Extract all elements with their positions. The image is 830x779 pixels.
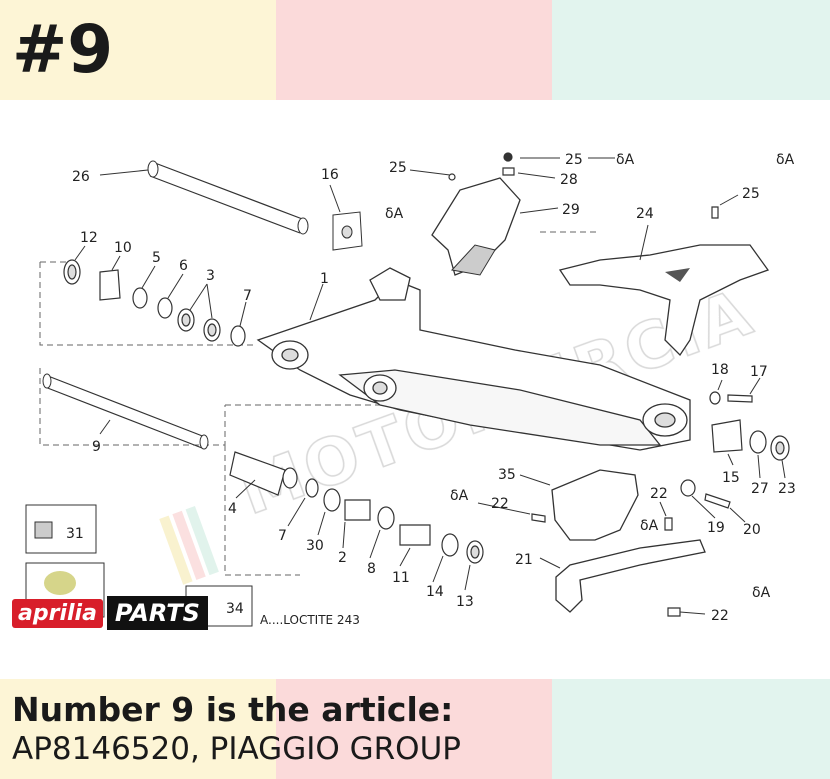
label-8: 8 <box>367 561 376 577</box>
label-35: 35 <box>498 467 516 483</box>
label-25b: 25 <box>565 152 583 168</box>
bushings-lower <box>229 451 484 564</box>
label-27: 27 <box>751 481 769 497</box>
label-21: 21 <box>515 552 533 568</box>
header-band <box>0 0 830 100</box>
exploded-parts-diagram: MOTOMURCIA <box>25 152 796 627</box>
label-7b: 7 <box>278 528 287 544</box>
label-16: 16 <box>321 167 339 183</box>
pin-9 <box>42 373 209 450</box>
label-14: 14 <box>426 584 444 600</box>
label-1: 1 <box>320 271 329 287</box>
band-pink <box>276 0 552 100</box>
adhesive-marks: δA δA δA δA δA δA <box>385 152 795 601</box>
label-18: 18 <box>711 362 729 378</box>
chain-slider-21 <box>555 539 706 613</box>
leader-lines <box>74 157 786 615</box>
label-6: 6 <box>179 258 188 274</box>
band-pink-bottom <box>276 679 552 779</box>
chain-guard-24 <box>558 244 770 357</box>
pin-26 <box>147 160 309 235</box>
label-11: 11 <box>392 570 410 586</box>
label-19: 19 <box>707 520 725 536</box>
bushings-upper <box>63 259 246 347</box>
label-31: 31 <box>66 526 84 542</box>
mark-a6: δA <box>752 585 771 601</box>
label-30: 30 <box>306 538 324 554</box>
label-24: 24 <box>636 206 654 222</box>
caption-article: AP8146520, PIAGGIO GROUP <box>12 731 461 767</box>
label-26: 26 <box>72 169 90 185</box>
band-yellow-bottom <box>0 679 276 779</box>
label-17: 17 <box>750 364 768 380</box>
label-20: 20 <box>743 522 761 538</box>
band-mint <box>552 0 830 100</box>
caption-heading: Number 9 is the article: <box>12 690 454 729</box>
label-23: 23 <box>778 481 796 497</box>
mark-a3: δA <box>776 152 795 168</box>
part-number-title: #9 <box>12 11 114 88</box>
label-5: 5 <box>152 250 161 266</box>
aprilia-parts-logo: aprilia PARTS <box>12 593 208 633</box>
label-22b: 22 <box>650 486 668 502</box>
label-25a: 25 <box>389 160 407 176</box>
band-mint-bottom <box>552 679 830 779</box>
cover-35 <box>551 469 639 541</box>
mark-a2: δA <box>616 152 635 168</box>
label-25c: 25 <box>742 186 760 202</box>
swingarm-1 <box>256 267 691 451</box>
bracket-16 <box>332 211 363 251</box>
small-parts-right <box>448 152 790 617</box>
mudguard-29 <box>431 177 521 276</box>
label-7a: 7 <box>243 288 252 304</box>
brand-logo-text: aprilia <box>12 598 103 628</box>
part-labels: 26 16 25 25 28 29 25 24 1 12 10 5 6 3 7 … <box>66 152 796 624</box>
label-13: 13 <box>456 594 474 610</box>
label-9: 9 <box>92 439 101 455</box>
label-10: 10 <box>114 240 132 256</box>
label-12: 12 <box>80 230 98 246</box>
label-3: 3 <box>206 268 215 284</box>
label-34: 34 <box>226 601 244 617</box>
label-22a: 22 <box>491 496 509 512</box>
mark-a1: δA <box>385 206 404 222</box>
label-22c: 22 <box>711 608 729 624</box>
label-4: 4 <box>228 501 237 517</box>
label-15: 15 <box>722 470 740 486</box>
caption-band <box>0 679 830 779</box>
box-item-31 <box>25 504 97 554</box>
label-2: 2 <box>338 550 347 566</box>
label-28: 28 <box>560 172 578 188</box>
band-yellow <box>0 0 276 100</box>
loctite-legend: A....LOCTITE 243 <box>260 613 360 627</box>
label-29: 29 <box>562 202 580 218</box>
mark-a5: δA <box>640 518 659 534</box>
parts-logo-text: PARTS <box>106 596 208 630</box>
mark-a4: δA <box>450 488 469 504</box>
